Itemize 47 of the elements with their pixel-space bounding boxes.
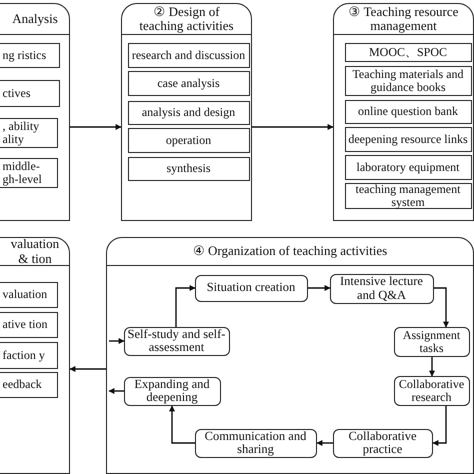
arrow: [70, 124, 122, 130]
arrow: [169, 405, 195, 444]
item-box: faction y: [0, 342, 58, 368]
item-box: middle- gh-level: [0, 158, 58, 188]
process-box: Situation creation: [194, 274, 308, 302]
process-box: Communication and sharing: [194, 428, 316, 458]
item-box: valuation: [0, 282, 58, 308]
item-box: ng ristics: [0, 42, 60, 68]
panel-title: ③ Teaching resource management: [348, 4, 460, 34]
arrow: [108, 388, 124, 394]
item-box: , ability ality: [0, 118, 58, 148]
item-box: deepening resource links: [344, 126, 472, 152]
panel-frame: [333, 3, 474, 221]
item-box: MOOC、SPOC: [344, 42, 472, 62]
arrow: [175, 285, 196, 327]
panel-frame: [121, 3, 252, 221]
item-box: analysis and design: [128, 100, 250, 124]
panel-title: valuation & tion: [10, 237, 60, 266]
arrow: [429, 357, 435, 377]
arrow: [432, 406, 447, 446]
arrow: [434, 287, 449, 328]
process-box: Assignment tasks: [394, 326, 470, 356]
arrow: [109, 338, 125, 344]
item-box: synthesis: [128, 156, 250, 180]
process-box: Self-study and self-assessment: [124, 326, 230, 356]
item-box: eedback: [0, 372, 58, 398]
item-box: ctives: [0, 80, 60, 106]
item-box: laboratory equipment: [344, 154, 472, 180]
item-box: case analysis: [128, 70, 250, 96]
arrow: [308, 285, 331, 291]
item-box: research and discussion: [128, 42, 250, 68]
item-box: teaching management system: [344, 182, 472, 208]
arrow: [69, 366, 106, 372]
panel-frame: [106, 237, 474, 474]
item-box: Teaching materials and guidance books: [344, 66, 472, 96]
process-box: Collaborative research: [394, 376, 470, 406]
process-box: Collaborative practice: [332, 428, 432, 458]
process-box: Expanding and deepening: [124, 376, 220, 406]
panel-title: ② Design of teaching activities: [138, 4, 235, 34]
arrow: [252, 124, 334, 130]
item-box: ative tion: [0, 312, 58, 338]
panel-title: ④ Organization of teaching activities: [192, 244, 388, 259]
arrow: [316, 440, 333, 446]
item-box: online question bank: [344, 100, 472, 124]
process-box: Intensive lecture and Q&A: [330, 274, 434, 304]
item-box: operation: [128, 128, 250, 152]
panel-title: Analysis: [12, 12, 58, 26]
